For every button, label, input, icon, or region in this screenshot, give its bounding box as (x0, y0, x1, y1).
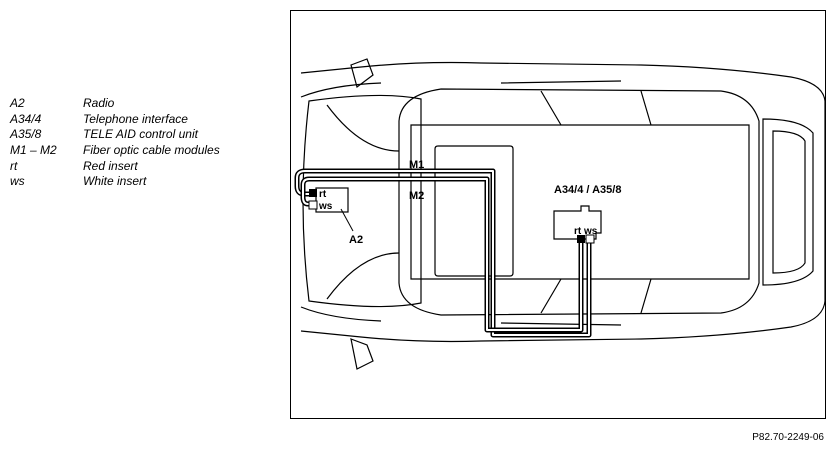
car-body-outline (300, 61, 825, 343)
diagram-frame: M1 M2 A2 A34/4 / A35/8 rt ws rt ws (290, 10, 826, 419)
label-module: A34/4 / A35/8 (554, 184, 621, 196)
sunroof (434, 145, 514, 277)
white-insert-connector-right (585, 234, 595, 244)
car-outer-outline (300, 61, 825, 343)
label-ws-left: ws (318, 201, 333, 212)
legend: A2 Radio A34/4 Telephone interface A35/8 TE… (10, 96, 220, 190)
legend-row-a34-4: A34/4 Telephone interface (10, 112, 220, 128)
white-insert-connector-left (308, 200, 318, 210)
roof-panel (410, 124, 750, 280)
front-door-line-top (500, 80, 622, 326)
fiber-optic-cables (294, 168, 592, 338)
label-rt-left: rt (319, 189, 327, 200)
cable-m2-inner (302, 178, 582, 331)
rear-window-inner (772, 130, 806, 274)
legend-desc: Radio (83, 96, 115, 110)
legend-row-m1-m2: M1 – M2 Fiber optic cable modules (10, 143, 220, 159)
pillar-lines (540, 90, 652, 314)
red-insert-connector-left (309, 189, 317, 197)
figure-reference: P82.70-2249-06 (752, 432, 824, 443)
hood-line (300, 82, 382, 322)
hood-curve-bottom (326, 252, 400, 300)
label-m2: M2 (409, 190, 424, 202)
legend-code: rt (10, 158, 18, 173)
label-rtws-right: rt ws (574, 226, 598, 237)
legend-desc: White insert (83, 174, 147, 189)
cabin-outline (398, 88, 760, 316)
red-insert-connector-right (577, 235, 585, 243)
vehicle-wiring-diagram: M1 M2 A2 A34/4 / A35/8 rt ws rt ws (294, 58, 825, 370)
hood-curve-top (326, 104, 400, 152)
module-a34-a35-unit (553, 205, 602, 244)
legend-code: ws (10, 174, 25, 189)
legend-row-rt: rt Red insert (10, 159, 220, 175)
legend-row-a35-8: A35/8 TELE AID control unit (10, 127, 220, 143)
radio-box (315, 187, 349, 213)
right-mirror (350, 338, 374, 370)
left-mirror (350, 58, 374, 89)
label-m1: M1 (409, 159, 424, 171)
legend-desc: Red insert (83, 158, 138, 173)
rear-window (762, 118, 814, 286)
radio-a2-unit (308, 187, 354, 232)
legend-code: A35/8 (10, 127, 42, 142)
label-a2: A2 (349, 234, 363, 246)
legend-code: A2 (10, 96, 25, 110)
legend-row-a2: A2 Radio (10, 96, 220, 112)
legend-code: A34/4 (10, 111, 42, 126)
legend-desc: Telephone interface (83, 111, 188, 126)
legend-desc: TELE AID control unit (83, 127, 198, 142)
a2-leader-line (340, 208, 354, 232)
legend-row-ws: ws White insert (10, 174, 220, 190)
legend-desc: Fiber optic cable modules (83, 143, 220, 158)
legend-code: M1 – M2 (10, 143, 57, 158)
